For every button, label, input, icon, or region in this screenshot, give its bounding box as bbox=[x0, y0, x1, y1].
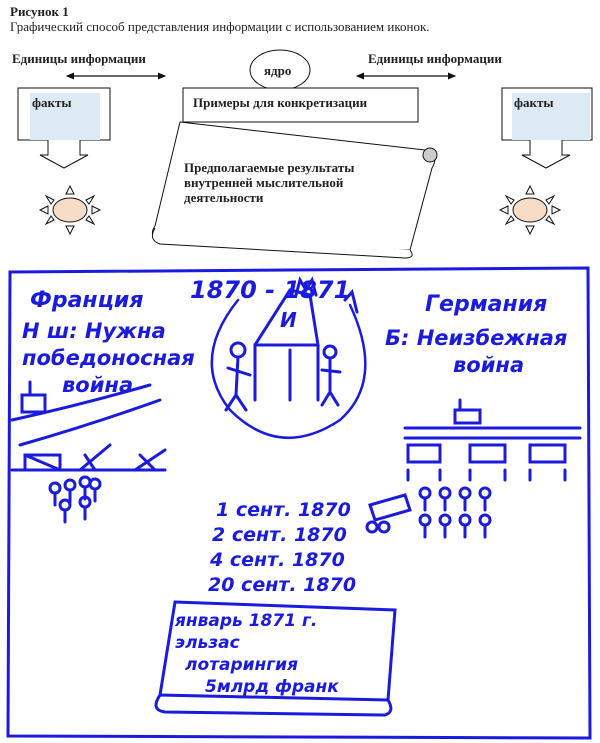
treaty-line: лотарингия bbox=[185, 655, 298, 675]
france-label: Франция bbox=[30, 288, 144, 313]
france-line: Н ш: Нужна bbox=[22, 319, 166, 343]
treaty-text: январь 1871 г. эльзас лотарингия 5млрд ф… bbox=[175, 610, 339, 698]
units-right-label: Единицы информации bbox=[368, 51, 502, 66]
throne-letter: И bbox=[280, 308, 297, 332]
results-line: Предполагаемые результаты bbox=[184, 160, 355, 175]
core-label: ядро bbox=[264, 63, 292, 78]
figure-title: Рисунок 1 bbox=[10, 4, 69, 19]
france-text: Н ш: Нужна победоносная война bbox=[22, 318, 195, 399]
examples-box bbox=[182, 87, 419, 123]
figure-caption: Графический способ представления информа… bbox=[10, 19, 430, 34]
date-item: 4 сент. 1870 bbox=[210, 549, 345, 571]
germany-text: Б: Неизбежная война bbox=[385, 325, 567, 379]
germany-label: Германия bbox=[425, 292, 548, 317]
france-soldiers bbox=[48, 475, 102, 524]
date-item: 2 сент. 1870 bbox=[212, 524, 347, 546]
treaty-line: эльзас bbox=[175, 633, 240, 653]
results-line: внутренней мыслительной bbox=[184, 175, 344, 190]
treaty-line: 5млрд франк bbox=[205, 677, 339, 697]
germany-houses bbox=[406, 443, 567, 482]
date-item: 1 сент. 1870 bbox=[216, 499, 351, 521]
france-line: победоносная bbox=[22, 346, 195, 370]
france-line: война bbox=[62, 373, 134, 397]
germany-soldiers bbox=[418, 486, 492, 539]
france-houses bbox=[23, 443, 167, 472]
sun-icon-left bbox=[38, 184, 102, 236]
drawing-frame bbox=[6, 266, 592, 740]
results-text: Предполагаемые результаты внутренней мыс… bbox=[184, 160, 354, 205]
germany-line: война bbox=[453, 353, 525, 377]
down-arrow-right bbox=[521, 140, 571, 169]
throne bbox=[253, 288, 320, 402]
results-line: деятельности bbox=[184, 190, 264, 205]
facts-left-label: факты bbox=[32, 95, 72, 110]
date-item: 20 сент. 1870 bbox=[208, 574, 357, 596]
treaty-scroll bbox=[154, 600, 397, 717]
units-left-label: Единицы информации bbox=[12, 51, 146, 66]
dates-list: 1 сент. 1870 2 сент. 1870 4 сент. 1870 2… bbox=[208, 498, 356, 598]
years-label: 1870 - 1871 bbox=[190, 276, 351, 304]
germany-line: Б: Неизбежная bbox=[385, 326, 568, 350]
figure-right bbox=[322, 344, 338, 360]
crown bbox=[294, 276, 318, 297]
treaty-line: январь 1871 г. bbox=[175, 611, 318, 631]
facts-right-label: факты bbox=[514, 95, 554, 110]
figure-left bbox=[229, 341, 247, 359]
germany-lines bbox=[403, 426, 582, 440]
circle-arrows bbox=[210, 298, 367, 439]
examples-label: Примеры для конкретизации bbox=[193, 95, 368, 110]
cannon bbox=[368, 493, 412, 522]
france-train bbox=[20, 380, 47, 414]
sun-icon-right bbox=[498, 184, 562, 236]
down-arrow-left bbox=[39, 140, 89, 169]
germany-train bbox=[453, 398, 482, 425]
